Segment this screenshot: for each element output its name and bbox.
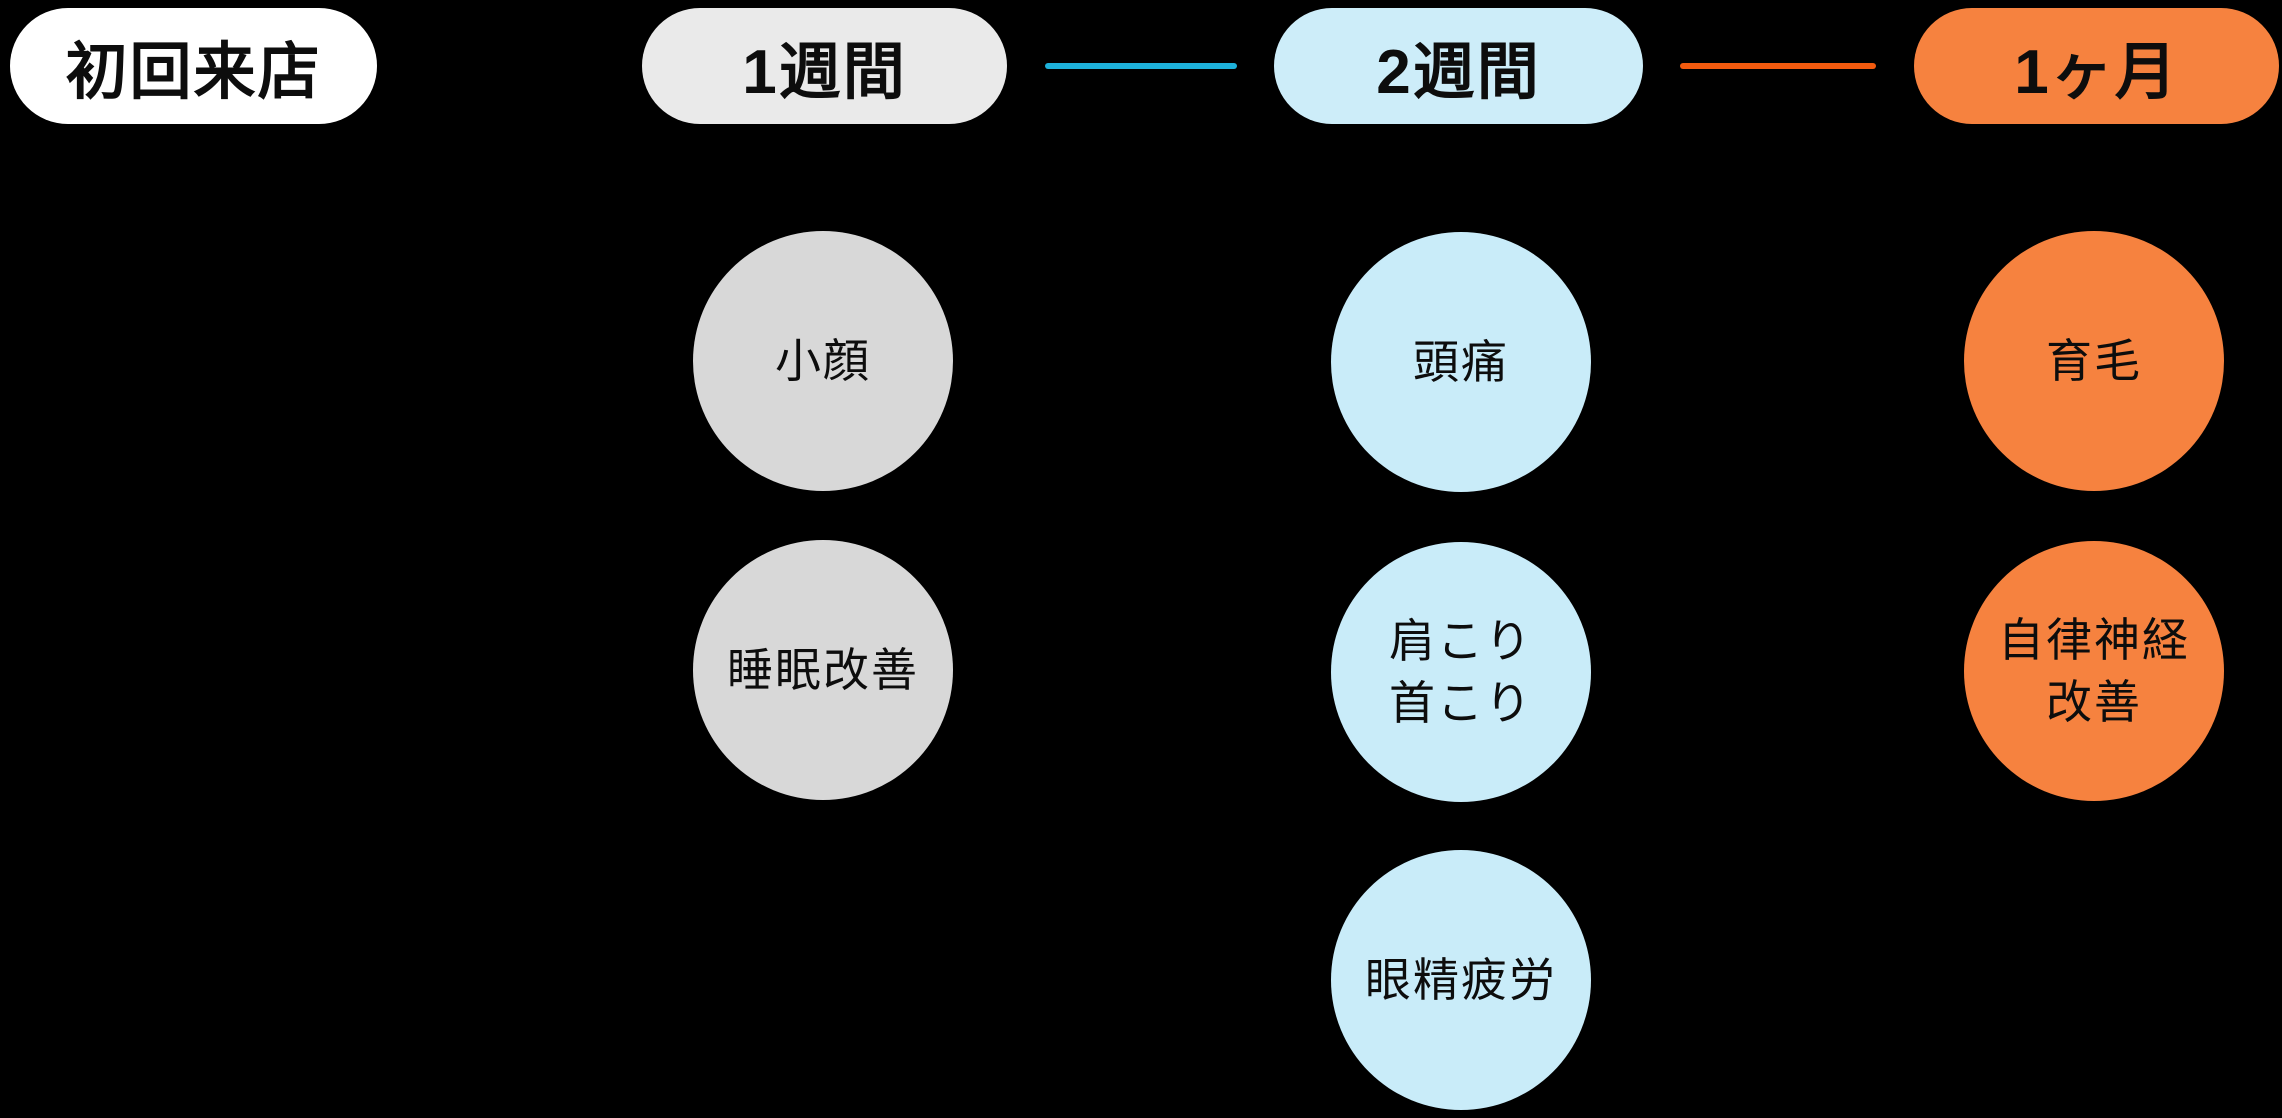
stage-label-first-visit: 初回来店 [65, 38, 322, 107]
stage-label-month1: 1ヶ月 [2014, 38, 2179, 107]
effect-label-small-face: 小顔 [775, 334, 871, 387]
effect-circle-headache: 頭痛 [1331, 232, 1591, 492]
stage-pill-first-visit: 初回来店 [10, 8, 377, 124]
effect-label-sleep-improvement: 睡眠改善 [727, 643, 919, 696]
effect-label-hair-growth: 育毛 [2046, 334, 2142, 387]
effect-circle-eye-strain: 眼精疲労 [1331, 850, 1591, 1110]
stage-pill-month1: 1ヶ月 [1914, 8, 2279, 124]
stage-label-week1: 1週間 [742, 38, 907, 107]
effect-label-eye-strain: 眼精疲労 [1365, 953, 1557, 1006]
effect-circle-sleep-improvement: 睡眠改善 [693, 540, 953, 800]
effect-circle-hair-growth: 育毛 [1964, 231, 2224, 491]
stage-label-week2: 2週間 [1376, 38, 1541, 107]
effect-circle-shoulder-neck-stiffness: 肩こり 首こり [1331, 542, 1591, 802]
effect-label-headache: 頭痛 [1413, 335, 1509, 388]
effect-circle-autonomic-nerve-improvement: 自律神経 改善 [1964, 541, 2224, 801]
stage-pill-week1: 1週間 [642, 8, 1007, 124]
effect-label-shoulder-neck-stiffness: 肩こり 首こり [1389, 614, 1533, 729]
effect-circle-small-face: 小顔 [693, 231, 953, 491]
connector-line-week2-month1 [1680, 63, 1876, 69]
connector-line-week1-week2 [1045, 63, 1237, 69]
stage-pill-week2: 2週間 [1274, 8, 1643, 124]
effect-label-autonomic-nerve-improvement: 自律神経 改善 [1998, 613, 2190, 728]
